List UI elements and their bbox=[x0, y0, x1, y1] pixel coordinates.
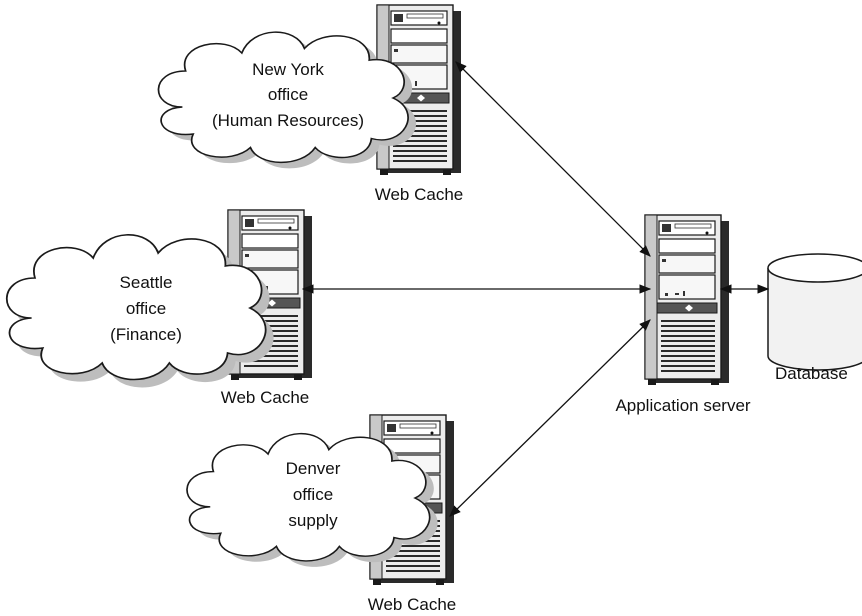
new-york-web-cache-label: Web Cache bbox=[375, 185, 464, 204]
denver-office-line2: office bbox=[293, 485, 333, 504]
seattle-office-cloud: Seattle office (Finance) bbox=[5, 233, 274, 388]
denver-office-line1: Denver bbox=[286, 459, 341, 478]
new-york-office-line3: (Human Resources) bbox=[212, 111, 364, 130]
seattle-office-line2: office bbox=[126, 299, 166, 318]
denver-office-cloud: Denver office supply bbox=[186, 432, 438, 567]
denver-office-line3: supply bbox=[288, 511, 338, 530]
connection-new-york-to-app-server bbox=[455, 61, 651, 257]
application-server-label: Application server bbox=[615, 396, 750, 415]
seattle-web-cache-label: Web Cache bbox=[221, 388, 310, 407]
database-label: Database bbox=[775, 364, 848, 383]
denver-web-cache-label: Web Cache bbox=[368, 595, 457, 614]
application-server bbox=[644, 214, 730, 386]
new-york-office-line1: New York bbox=[252, 60, 324, 79]
seattle-office-line1: Seattle bbox=[120, 273, 173, 292]
database-cylinder bbox=[767, 253, 862, 371]
new-york-office-line2: office bbox=[268, 85, 308, 104]
seattle-office-line3: (Finance) bbox=[110, 325, 182, 344]
connection-denver-to-app-server bbox=[449, 319, 651, 517]
new-york-office-cloud: New York office (Human Resources) bbox=[157, 31, 417, 169]
